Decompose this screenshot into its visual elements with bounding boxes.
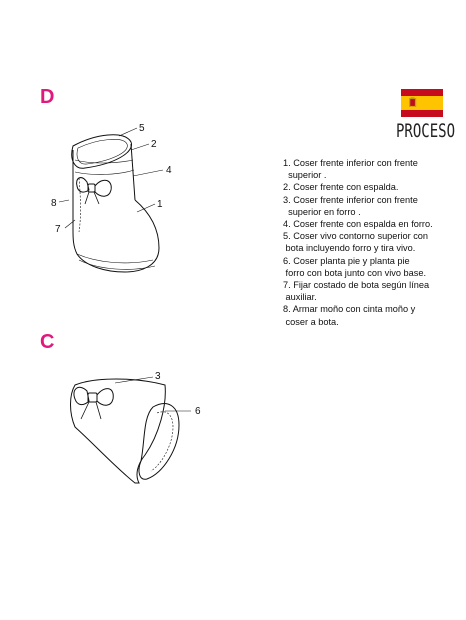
callout-7: 7 [55,224,61,235]
process-step-6: 6. Coser planta pie y planta pie forro c… [283,255,458,279]
process-step-1: 1. Coser frente inferior con frente supe… [283,157,458,181]
spain-flag-icon [401,89,443,117]
process-step-line: bota incluyendo forro y tira vivo. [283,243,416,254]
process-step-line: 3. Coser frente inferior con frente [283,194,418,205]
process-step-2: 2. Coser frente con espalda. [283,181,458,193]
process-step-3: 3. Coser frente inferior con frente supe… [283,194,458,218]
callout-1: 1 [157,199,163,210]
process-step-line: superior . [283,170,327,181]
section-c-letter: C [40,331,55,353]
process-step-line: superior en forro . [283,206,361,217]
process-header: PROCESO [396,121,456,143]
process-step-line: auxiliar. [283,292,317,303]
callout-2: 2 [151,139,157,150]
process-step-line: 8. Armar moño con cinta moño y [283,304,416,315]
process-step-4: 4. Coser frente con espalda en forro. [283,218,458,230]
process-step-line: forro con bota junto con vivo base. [283,267,427,278]
process-step-line: 1. Coser frente inferior con frente [283,158,418,168]
process-step-line: coser a bota. [283,316,339,327]
process-step-line: 5. Coser vivo contorno superior con [283,231,429,242]
callout-8: 8 [51,198,57,209]
process-steps-list: 1. Coser frente inferior con frente supe… [283,157,458,328]
boot-illustration-d: 5 2 4 8 1 7 [51,123,172,273]
process-step-8: 8. Armar moño con cinta moño y coser a b… [283,303,458,327]
process-step-7: 7. Fijar costado de bota según línea aux… [283,279,458,303]
process-step-line: 4. Coser frente con espalda en forro. [283,219,433,230]
callout-3: 3 [155,371,161,382]
boot-illustration-c: 3 6 [70,371,201,484]
callout-5: 5 [139,123,145,134]
process-step-5: 5. Coser vivo contorno superior con bota… [283,230,458,254]
process-step-line: 7. Fijar costado de bota según línea [283,280,430,291]
section-d-letter: D [40,86,55,108]
callout-6: 6 [195,406,201,417]
process-step-line: 2. Coser frente con espalda. [283,182,399,193]
coat-of-arms-icon [409,97,417,107]
process-step-line: 6. Coser planta pie y planta pie [283,255,410,266]
callout-4: 4 [166,165,172,176]
